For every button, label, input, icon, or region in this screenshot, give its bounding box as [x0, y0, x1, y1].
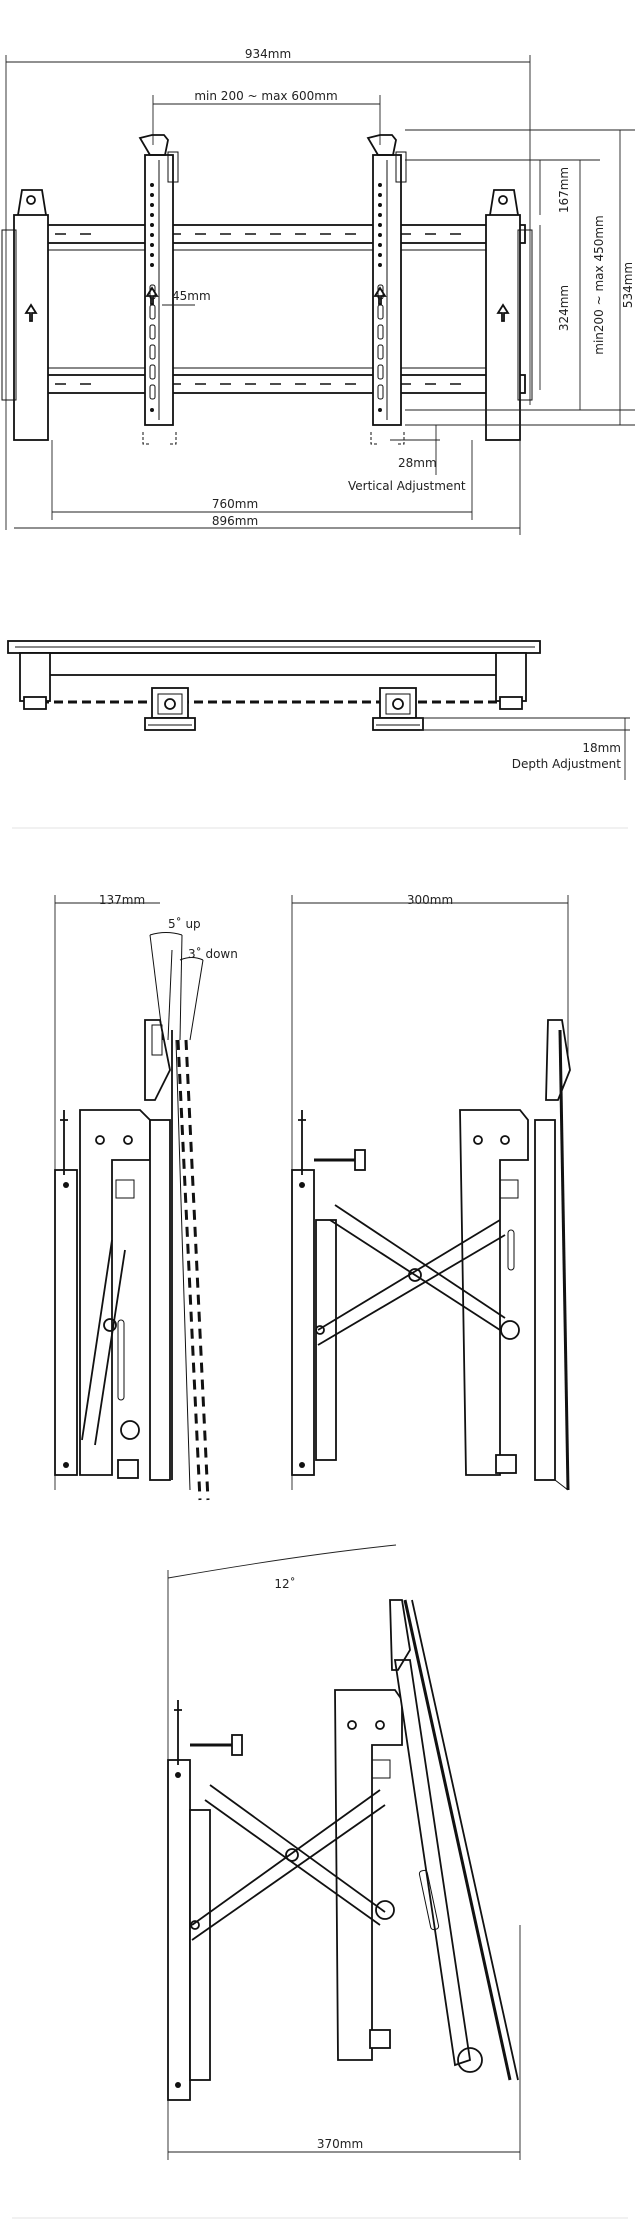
pitch-range-label: min 200 ~ max 600mm	[194, 89, 337, 103]
popout-depth-label: 370mm	[317, 2137, 363, 2151]
overall-width-label: 934mm	[245, 47, 291, 61]
tilt-down-label: 3˚ down	[188, 946, 238, 961]
vertical-adjust-label: Vertical Adjustment	[348, 479, 466, 493]
rail-slots	[55, 233, 461, 385]
frame-width-label: 896mm	[212, 514, 258, 528]
top-offset-label: 167mm	[557, 167, 571, 213]
front-view: 934mm min 200 ~ max 600mm	[1, 47, 635, 535]
rail-width-label: 760mm	[212, 497, 258, 511]
side-view-tilt: 137mm 5˚ up 3˚ down	[54, 893, 238, 1501]
vertical-adjust-value: 28mm	[398, 456, 437, 470]
popout-angle-label: 12˚	[274, 1576, 295, 1591]
extended-depth-label: 300mm	[407, 893, 453, 907]
overall-height-label: 534mm	[621, 262, 635, 308]
inner-height-label: 324mm	[557, 285, 571, 331]
top-view: 18mm Depth Adjustment	[7, 640, 630, 780]
side-view-popout: 12˚ 370mm	[167, 1544, 521, 2160]
top-view-arm-right	[372, 687, 424, 731]
offset-45-label: 45mm	[172, 289, 211, 303]
top-view-arm-left	[144, 687, 196, 731]
pitch-vertical-label: min200 ~ max 450mm	[592, 215, 606, 354]
tilt-up-label: 5˚ up	[168, 916, 201, 931]
depth-adjust-label: Depth Adjustment	[512, 757, 622, 771]
depth-adjust-value: 18mm	[582, 741, 621, 755]
side-view-extended: 300mm	[291, 893, 571, 1491]
tilt-depth-label: 137mm	[99, 893, 145, 907]
